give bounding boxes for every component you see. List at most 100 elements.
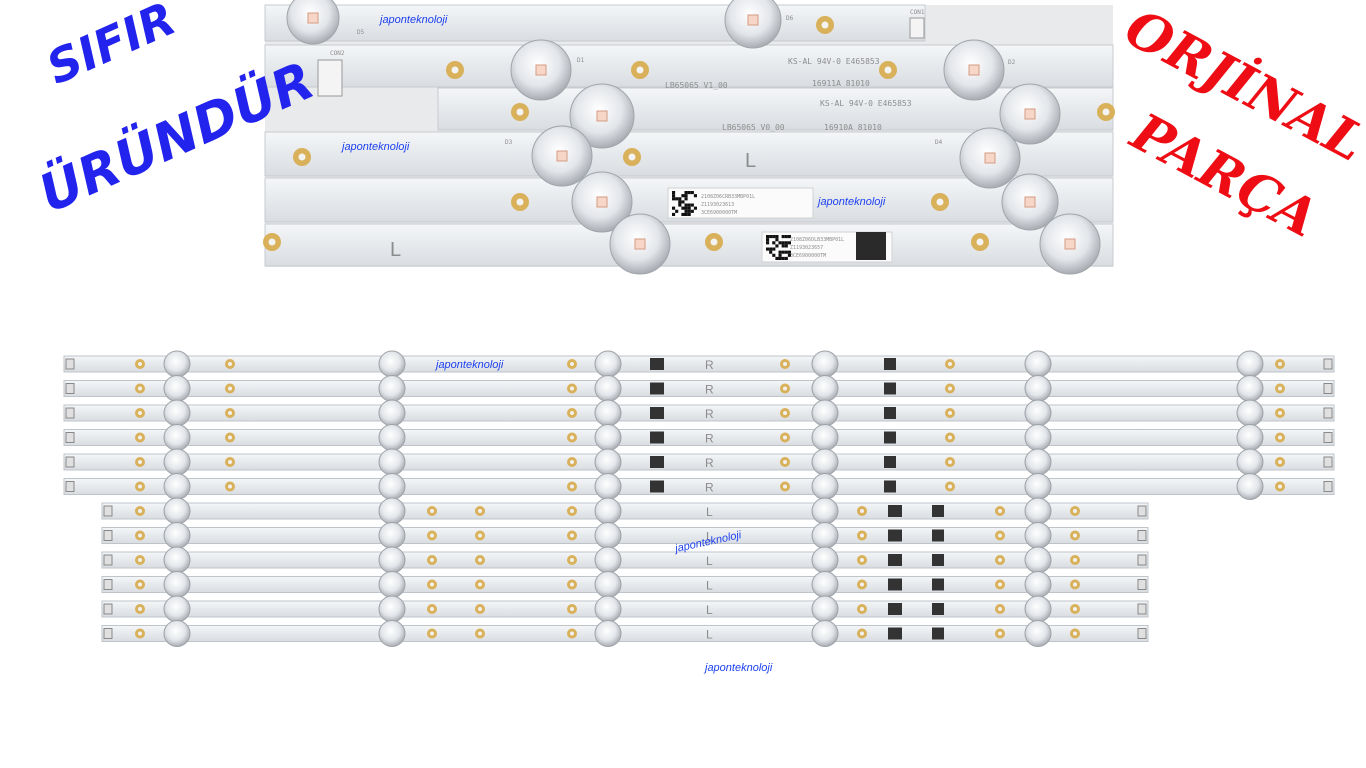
strip-led: [163, 375, 191, 402]
qr-cell: [681, 194, 685, 198]
strip-pad-hole: [948, 386, 952, 391]
strip-pad-hole: [228, 362, 232, 366]
led-strip: [63, 355, 1335, 373]
qr-cell: [769, 247, 773, 251]
pad-hole: [976, 238, 984, 246]
led-label-d4: D4: [935, 139, 943, 146]
strip-led: [163, 522, 191, 549]
led-label-d3: D3: [505, 139, 513, 146]
strip-led: [594, 375, 622, 402]
qr-cell: [687, 191, 691, 195]
pad-hole: [884, 66, 892, 74]
qr-cell: [687, 212, 691, 216]
strip-led: [163, 571, 191, 598]
strip-pad-hole: [1073, 582, 1077, 587]
qr-cell: [787, 253, 791, 257]
qr-block: [856, 232, 886, 260]
strip-led: [1024, 375, 1052, 402]
strip-side-label: L: [706, 579, 713, 593]
qr-cell: [766, 238, 770, 242]
strip-led: [378, 620, 406, 647]
qr-cell: [675, 209, 679, 213]
qr-cell: [778, 241, 782, 245]
strip-pad-hole: [138, 484, 142, 489]
strip-pad-hole: [478, 582, 482, 587]
qr-cell: [781, 256, 785, 260]
strip-pad-hole: [1073, 631, 1077, 636]
watermark-closeup-1: japonteknoloji: [378, 14, 448, 26]
strip-pad-hole: [570, 435, 574, 440]
strip-led: [811, 497, 839, 525]
strip-barcode: [888, 529, 902, 542]
qr-cell: [687, 203, 691, 207]
qr-cell: [693, 206, 697, 210]
model-label-b: LB65065 V0_00: [722, 123, 785, 132]
pad-hole: [451, 66, 459, 74]
strip-connector: [1137, 603, 1147, 615]
date-label-a: 16911A 81010: [812, 79, 870, 88]
strip-pad-hole: [1073, 607, 1077, 611]
qr-cell: [778, 256, 782, 260]
qr-cell: [766, 247, 770, 251]
strip-connector: [1137, 579, 1147, 590]
strip-led: [1236, 350, 1264, 378]
led-strip: [101, 576, 1149, 593]
qr-cell: [690, 203, 694, 207]
strip-barcode: [884, 456, 896, 468]
qr-cell: [684, 212, 688, 216]
strip-pad-hole: [1278, 484, 1282, 489]
strip-pad-hole: [1278, 411, 1282, 415]
led-chip: [556, 150, 568, 162]
led-label-d2: D2: [1008, 59, 1016, 66]
strip-led: [811, 424, 839, 451]
qr-cell: [784, 244, 788, 248]
qr-cell: [772, 241, 776, 245]
strip-led: [163, 424, 191, 451]
strip-led: [1236, 399, 1264, 427]
strip-led: [163, 620, 191, 647]
strip-connector: [1137, 505, 1147, 517]
strip-pad-hole: [228, 460, 232, 464]
led-strip: [101, 600, 1149, 618]
pad-hole: [936, 198, 944, 206]
strip-pad-hole: [430, 509, 434, 513]
strip-barcode: [884, 382, 896, 395]
qr-cell: [775, 244, 779, 248]
qr-cell: [681, 200, 685, 204]
strip-led: [594, 424, 622, 451]
side-label-l-lower: L: [390, 239, 401, 261]
strip-connector: [103, 530, 113, 541]
barcode-sticker-a: 2108Z06CRB33MBP01L Z1193023613 3CE690000…: [667, 187, 814, 219]
strip-connector: [65, 358, 75, 370]
cert-label-a: KS-AL 94V-0 E465853: [788, 57, 880, 66]
qr-cell: [784, 235, 788, 239]
connector-con2: [317, 59, 343, 97]
strip-pad-hole: [783, 484, 787, 489]
led-label-d6: D6: [786, 15, 794, 22]
strip-led: [594, 448, 622, 476]
strip-led: [1236, 375, 1264, 402]
strip-pad-hole: [478, 509, 482, 513]
strip-pad-hole: [138, 607, 142, 611]
barcode-sticker-b: 2108Z06DLB33MBP01L Z1193023657 3CE690000…: [761, 231, 893, 263]
strip-pad-hole: [1073, 558, 1077, 562]
qr-cell: [687, 206, 691, 210]
strip-pad-hole: [783, 411, 787, 415]
watermark-strips-3: japonteknoloji: [703, 662, 773, 674]
strip-connector: [1323, 407, 1333, 419]
strip-connector: [103, 579, 113, 590]
strip-led: [378, 571, 406, 598]
model-label-a: LB65065 V1_00: [665, 81, 728, 90]
qr-cell: [778, 250, 782, 254]
qr-cell: [693, 194, 697, 198]
strip-connector: [1323, 456, 1333, 468]
strip-pad-hole: [430, 558, 434, 562]
qr-cell: [672, 206, 676, 210]
strip-led: [163, 595, 191, 623]
strip-led: [594, 571, 622, 598]
qr-cell: [681, 212, 685, 216]
strip-led: [1024, 595, 1052, 623]
closeup-board: CON1 CON2 LB65065 V1_00 LB65065 V0_00 KS…: [263, 0, 1115, 275]
strip-pad-hole: [430, 582, 434, 587]
qr-cell: [684, 191, 688, 195]
